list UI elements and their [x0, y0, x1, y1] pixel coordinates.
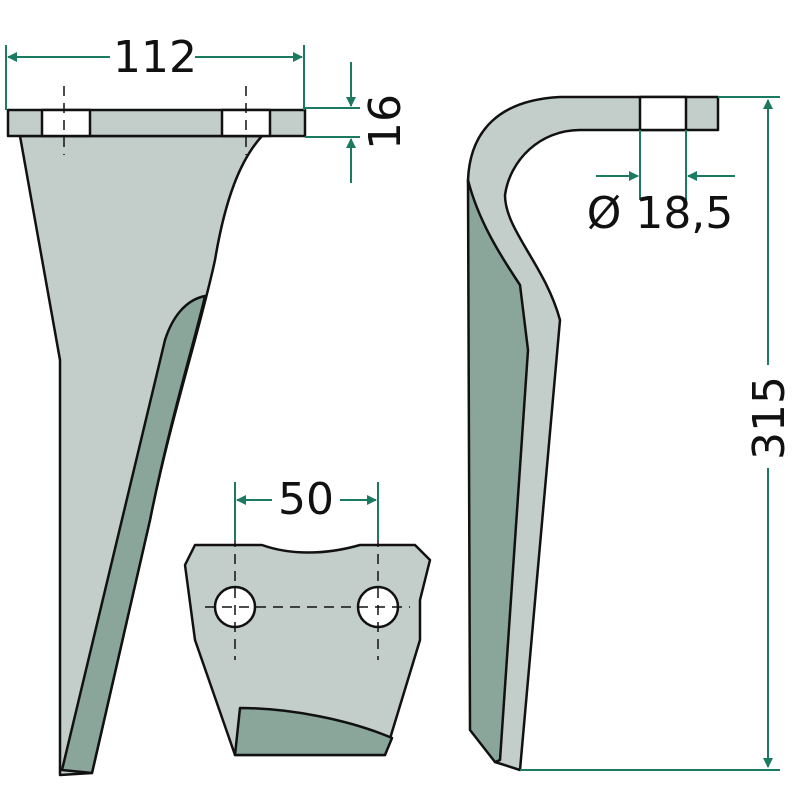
dimension-total-height: 315: [744, 376, 795, 460]
tine-bevel-side: [466, 178, 530, 764]
tine-bevel-front: [60, 294, 207, 775]
plate-top-view: [183, 543, 432, 757]
side-hole: [638, 95, 688, 132]
side-view-tine: [466, 95, 720, 772]
dimension-hole-spacing: 50: [278, 474, 334, 525]
hole-centerlines-plate: [205, 520, 410, 660]
dimension-lines-front: [5, 45, 360, 183]
hole-centerlines-front: [63, 86, 247, 155]
front-view-tine: [6, 108, 307, 777]
plate-bevel: [233, 706, 394, 757]
dimension-hole-diameter: Ø 18,5: [587, 188, 734, 239]
dimension-plate-width: 112: [113, 32, 197, 83]
dimension-lines-side: [520, 96, 780, 771]
dimension-plate-thickness: 16: [360, 94, 411, 150]
plate-hole-left: [40, 108, 92, 138]
dimension-lines-plate: [234, 482, 379, 540]
tine-body-side: [466, 95, 720, 772]
